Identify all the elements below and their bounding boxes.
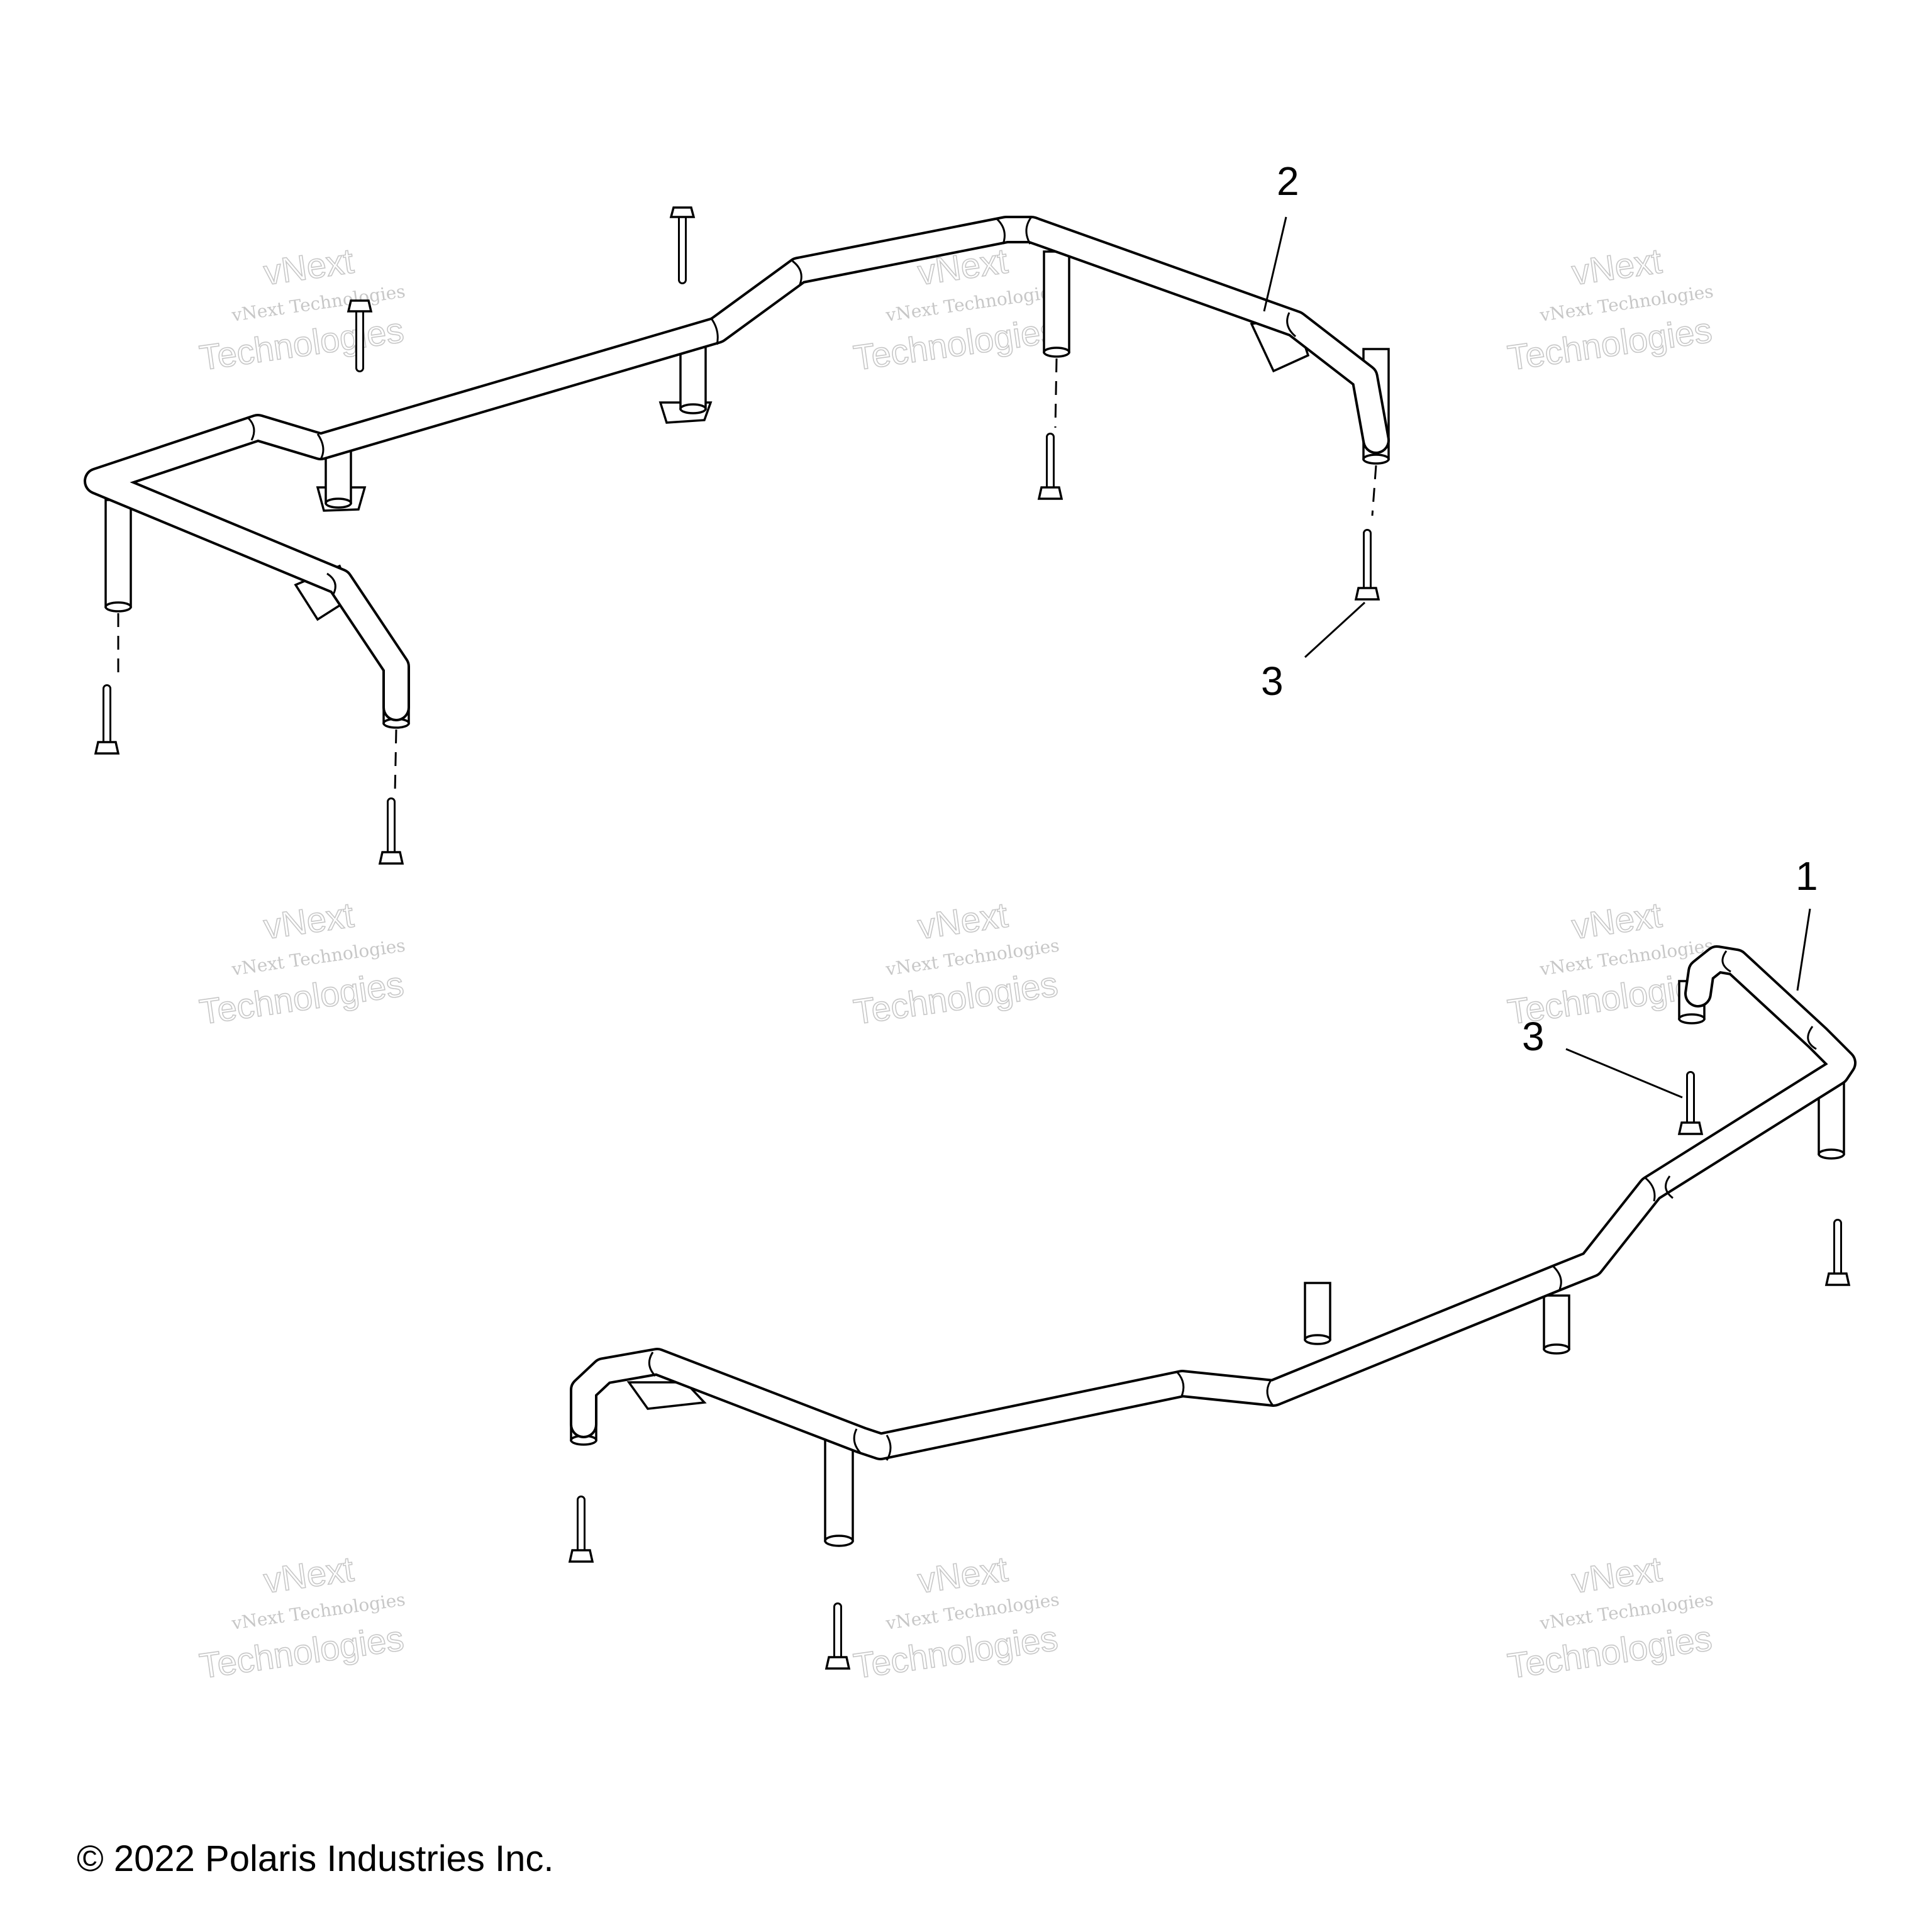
copyright-symbol: © bbox=[77, 1838, 104, 1879]
hex-bolt bbox=[1354, 529, 1380, 601]
callout-part-3: 3 bbox=[1261, 658, 1284, 704]
callout-part-3: 3 bbox=[1522, 1014, 1545, 1059]
watermark-group: vNext vNext Technologies Technologies vN… bbox=[196, 240, 1714, 1687]
upper-rail-leg bbox=[1043, 250, 1070, 358]
svg-text:Technologies: Technologies bbox=[197, 310, 406, 378]
svg-text:vNext: vNext bbox=[1569, 895, 1664, 947]
hex-bolt bbox=[568, 1496, 594, 1563]
callout-group: 2 3 1 3 bbox=[1261, 158, 1818, 1099]
lower-rail-joints bbox=[648, 950, 1817, 1461]
svg-text:vNext: vNext bbox=[915, 1549, 1010, 1601]
hex-bolt bbox=[347, 299, 373, 372]
svg-text:vNext: vNext bbox=[1569, 1549, 1664, 1601]
svg-text:Technologies: Technologies bbox=[851, 1618, 1060, 1686]
svg-text:vNext: vNext bbox=[1569, 241, 1664, 292]
lower-rail-bracket bbox=[626, 1381, 707, 1410]
svg-text:Technologies: Technologies bbox=[1505, 310, 1714, 378]
leader-line bbox=[1263, 216, 1287, 312]
hex-bolt bbox=[1824, 1219, 1851, 1286]
svg-text:vNext: vNext bbox=[261, 1549, 356, 1601]
svg-text:Technologies: Technologies bbox=[851, 964, 1060, 1032]
watermark: vNext vNext Technologies Technologies bbox=[1504, 240, 1714, 379]
watermark: vNext vNext Technologies Technologies bbox=[850, 1548, 1060, 1687]
lower-rail-assembly bbox=[570, 945, 1857, 1547]
lower-rail-leg bbox=[1304, 1282, 1331, 1345]
watermark: vNext vNext Technologies Technologies bbox=[196, 894, 406, 1033]
hex-bolt bbox=[1037, 433, 1063, 500]
lower-rail-leg bbox=[1543, 1294, 1570, 1355]
assembly-guide-line bbox=[1371, 465, 1377, 516]
copyright-notice: © 2022 Polaris Industries Inc. bbox=[77, 1838, 553, 1880]
leader-line bbox=[1565, 1048, 1683, 1099]
hex-bolt bbox=[1677, 1071, 1704, 1135]
lower-bolts bbox=[568, 1071, 1851, 1670]
leader-line bbox=[1304, 601, 1366, 658]
callout-part-1: 1 bbox=[1796, 853, 1818, 899]
lower-rail-leg bbox=[824, 1439, 854, 1547]
callout-part-2: 2 bbox=[1277, 158, 1299, 204]
upper-rail-joints bbox=[247, 216, 1296, 595]
svg-text:Technologies: Technologies bbox=[197, 1618, 406, 1686]
svg-text:Technologies: Technologies bbox=[197, 964, 406, 1032]
svg-text:vNext: vNext bbox=[261, 241, 356, 292]
assembly-guide-line bbox=[1054, 358, 1058, 428]
watermark: vNext vNext Technologies Technologies bbox=[196, 240, 406, 379]
svg-text:Technologies: Technologies bbox=[851, 310, 1060, 378]
upper-rail-leg bbox=[658, 338, 713, 424]
upper-rail-leg bbox=[104, 499, 132, 613]
svg-text:vNext: vNext bbox=[261, 895, 356, 947]
hex-bolt bbox=[94, 684, 120, 755]
watermark: vNext vNext Technologies Technologies bbox=[196, 1548, 406, 1687]
svg-text:vNext: vNext bbox=[915, 895, 1010, 947]
watermark: vNext vNext Technologies Technologies bbox=[850, 894, 1060, 1033]
watermark: vNext vNext Technologies Technologies bbox=[1504, 1548, 1714, 1687]
assembly-guide-line bbox=[394, 729, 397, 793]
upper-bolts bbox=[94, 206, 1380, 865]
leader-line bbox=[1796, 908, 1811, 991]
hex-bolt bbox=[378, 797, 404, 865]
hex-bolt bbox=[824, 1602, 851, 1670]
upper-rail-assembly bbox=[84, 216, 1390, 729]
svg-text:Technologies: Technologies bbox=[1505, 1618, 1714, 1686]
hex-bolt bbox=[669, 206, 696, 284]
copyright-text: 2022 Polaris Industries Inc. bbox=[113, 1838, 554, 1879]
